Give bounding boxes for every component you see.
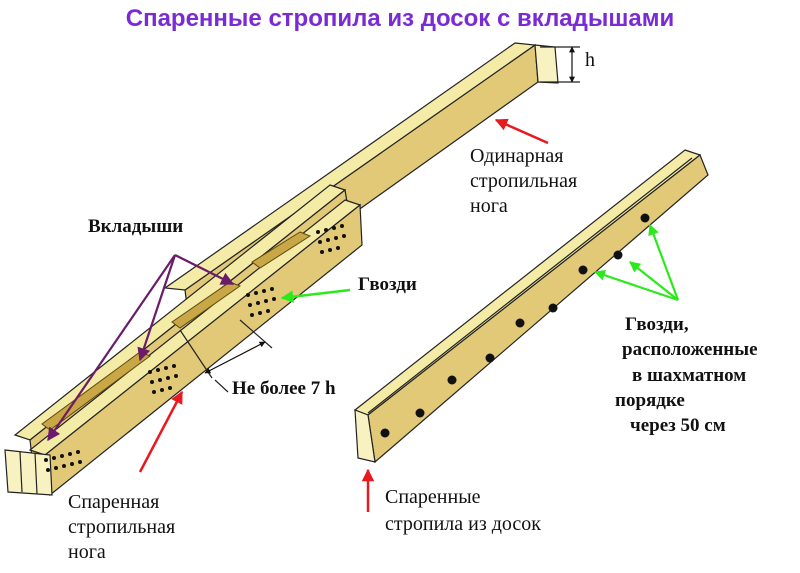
nail-group-4 [44,450,82,472]
paired-rafter-label-2: стропильная [68,516,175,538]
nail-group-3 [148,364,178,394]
single-rafter-label-3: нога [470,195,508,217]
nail-group-2 [246,287,276,317]
paired-boards-label-2: стропила из досок [385,513,541,535]
insert-2 [171,281,242,329]
paired-boards-label-1: Спаренные [385,486,481,508]
max-length-label: Не более 7 h [232,378,336,399]
insert-1 [251,231,312,269]
stagger-label-3: в шахматном [632,365,746,386]
height-label: h [585,49,595,71]
inserts-label: Вкладыши [88,216,183,237]
paired-rafter-with-inserts [4,184,363,497]
stagger-label-2: расположенные [622,339,758,360]
height-dimension: h [569,46,595,83]
page-title: Спаренные стропила из досок с вкладышами [126,5,675,32]
nails-arrow [280,288,351,303]
stagger-label-1: Гвозди, [625,314,689,335]
single-rafter-arrow [494,118,549,145]
single-rafter-label-2: стропильная [470,170,577,192]
paired-boards-rafter [353,149,709,464]
nail-group-1 [316,224,346,254]
staggered-nails [380,213,650,438]
inserts-arrows [47,254,235,442]
paired-rafter-label-3: нога [68,541,106,563]
nails-label: Гвозди [358,274,417,295]
stagger-label-5: через 50 см [630,415,726,436]
paired-rafter-label-1: Спаренная [68,491,159,513]
stagger-label-4: порядке [615,390,685,411]
single-rafter-label-1: Одинарная [470,145,563,167]
staggered-nails-arrows [593,223,680,302]
length-dimension: Не более 7 h [179,319,336,399]
paired-rafter-arrow [138,390,184,473]
